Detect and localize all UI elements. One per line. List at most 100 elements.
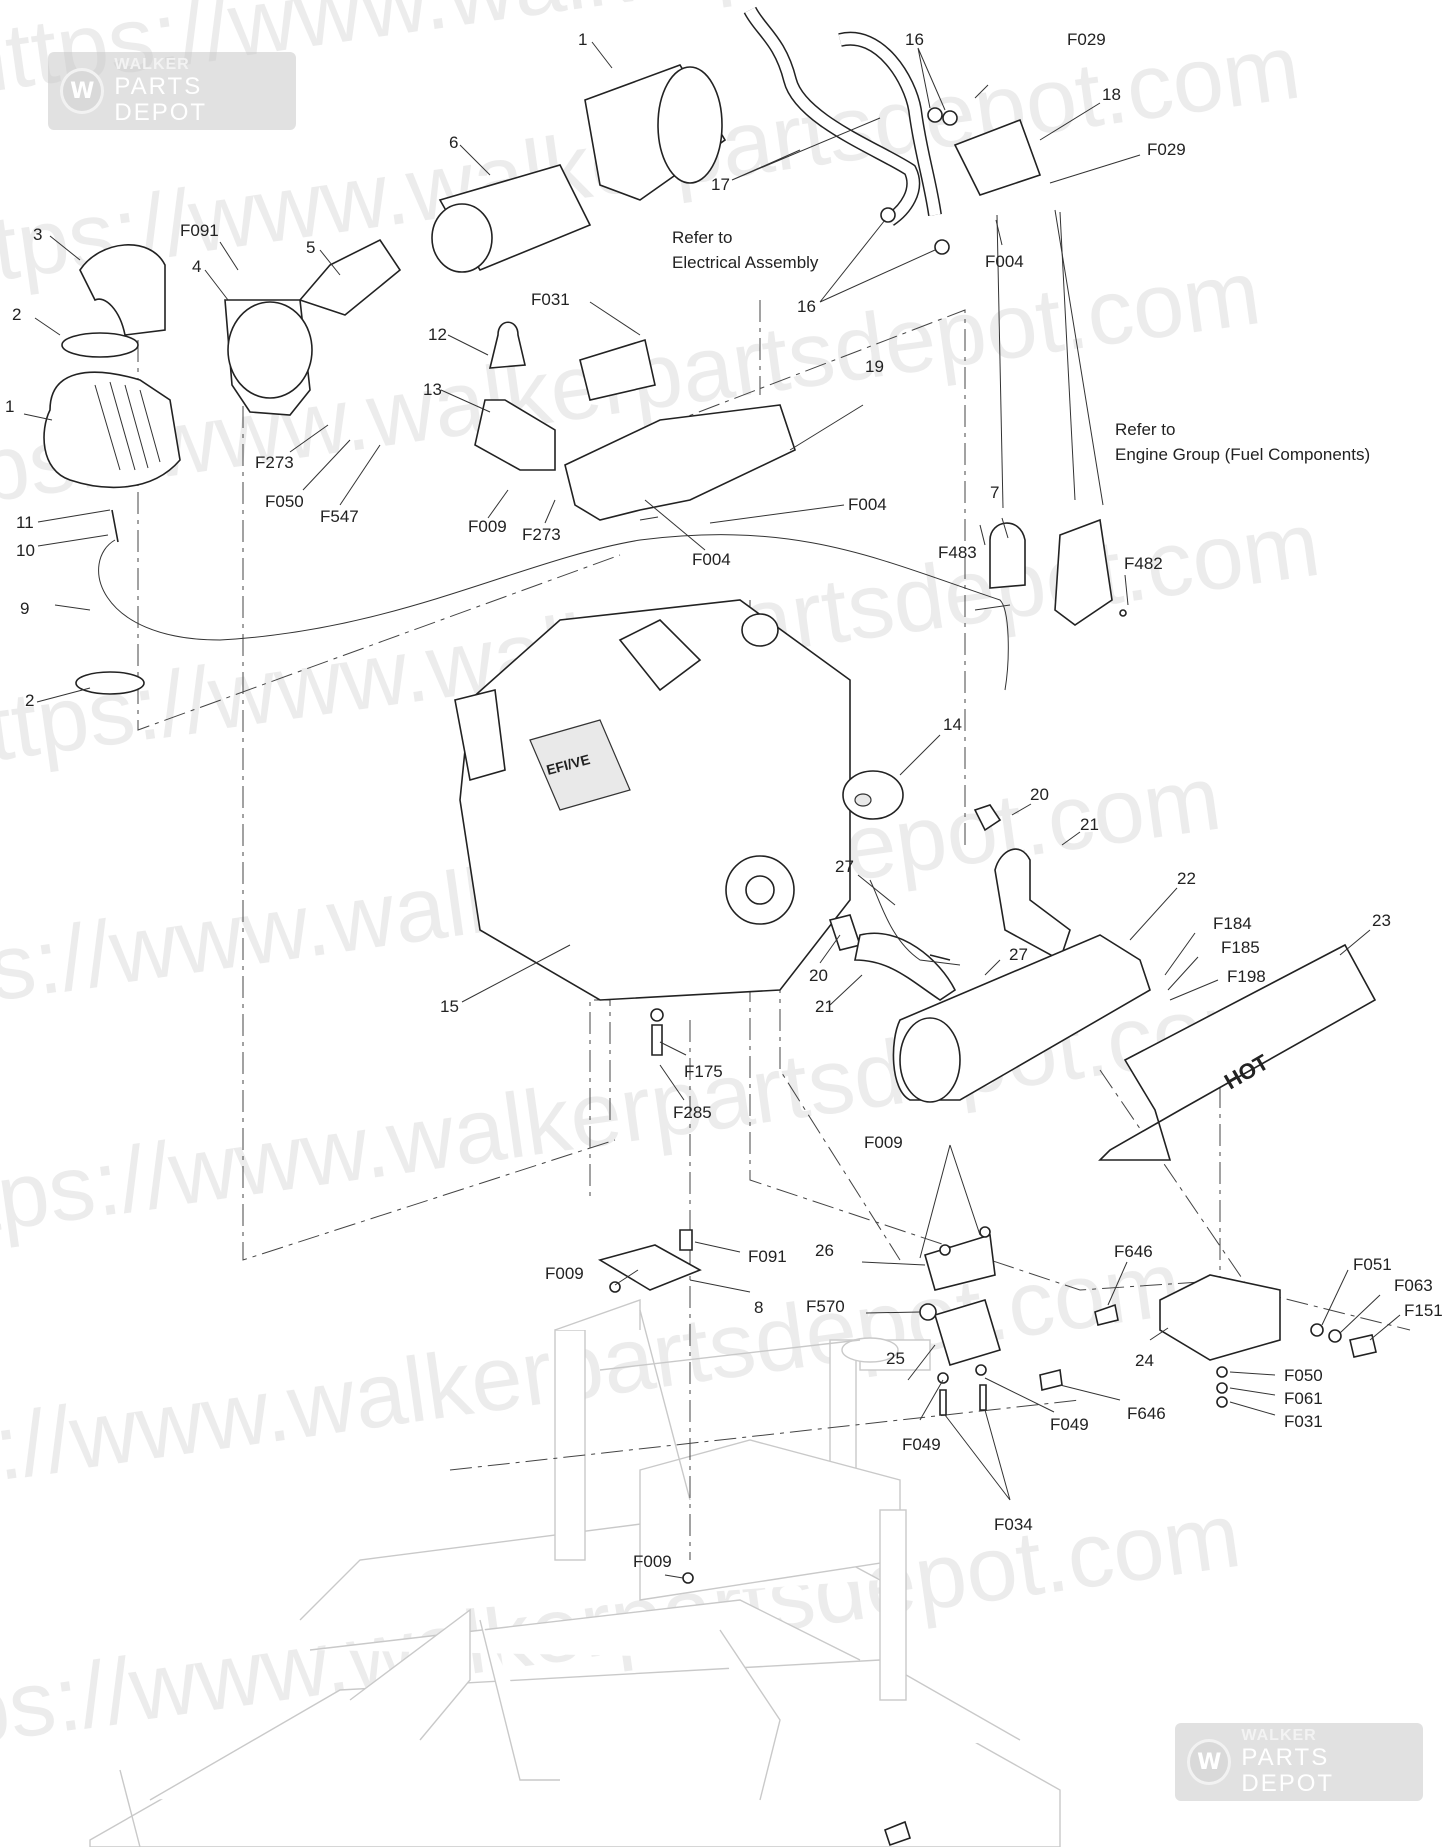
- callout-8: 8: [754, 1298, 763, 1317]
- callout-F175: F175: [684, 1062, 723, 1081]
- engine-shield-19: [564, 404, 796, 521]
- note-electrical-line1: Refer to: [672, 228, 732, 247]
- callout-3: 3: [33, 225, 42, 244]
- watermark-badge-top: W WALKER PARTS DEPOT: [48, 52, 296, 130]
- callout-F049-right: F049: [1050, 1415, 1089, 1434]
- fuel-filter: [989, 522, 1026, 589]
- vacuum-hose: [98, 534, 1009, 691]
- callout-11: 11: [16, 513, 34, 532]
- callout-19: 19: [865, 357, 884, 376]
- note-fuel-line2: Engine Group (Fuel Components): [1115, 445, 1370, 464]
- bolt-F646b: [1039, 1369, 1063, 1391]
- callout-22: 22: [1177, 869, 1196, 888]
- washer-F063: [1328, 1329, 1342, 1343]
- mount-plate-8: [597, 1244, 702, 1291]
- note-electrical-line2: Electrical Assembly: [672, 253, 819, 272]
- drain-plug: [651, 1024, 663, 1056]
- badge-brand-line2: PARTS DEPOT: [114, 73, 208, 126]
- badge-brand-line1-bottom: WALKER: [1241, 1727, 1317, 1744]
- callout-9: 9: [20, 599, 29, 618]
- washer-F050: [1216, 1366, 1228, 1378]
- clamp-16d: [934, 239, 950, 255]
- throttle-body: [618, 619, 702, 692]
- callout-F091-top: F091: [180, 221, 219, 240]
- callout-F646-upper: F646: [1114, 1242, 1153, 1261]
- mounting-bracket-13: [474, 399, 556, 471]
- air-cleaner-body-end: [657, 66, 723, 184]
- engine: EFI/VE: [454, 599, 904, 1056]
- bolt-F091: [679, 1229, 693, 1251]
- air-inlet-elbow: [79, 244, 166, 336]
- washer-F049a: [937, 1372, 949, 1384]
- muffler-bracket-24: [1159, 1274, 1281, 1361]
- fuel-clip: [1119, 609, 1127, 617]
- callout-F482: F482: [1124, 554, 1163, 573]
- nut-F570: [919, 1303, 937, 1321]
- callout-F004-top: F004: [985, 252, 1024, 271]
- bolt-F151: [1349, 1334, 1377, 1358]
- nut-F009-2: [979, 1226, 991, 1238]
- callout-4: 4: [192, 257, 201, 276]
- callout-F051: F051: [1353, 1255, 1392, 1274]
- callout-F483: F483: [938, 543, 977, 562]
- safety-filter-element: [298, 238, 402, 316]
- callout-21-lower: 21: [815, 997, 834, 1016]
- primary-filter-end: [431, 203, 493, 273]
- watermark-url-7: https://www.walkerpartsdepot.com: [0, 1232, 1187, 1527]
- callout-13: 13: [423, 380, 442, 399]
- breather-hoses: [743, 6, 1042, 255]
- bolt-F031: [1216, 1396, 1228, 1408]
- callout-F049-left: F049: [902, 1435, 941, 1454]
- callout-F570: F570: [806, 1297, 845, 1316]
- rubber-bumper: [488, 321, 526, 369]
- air-cleaner-assembly: [43, 244, 1009, 695]
- callout-27-upper: 27: [835, 857, 854, 876]
- mount-bracket-26: [924, 1233, 996, 1291]
- callout-27-lower: 27: [1009, 945, 1028, 964]
- callout-labels: 1 1 2 2 3 4 5 6 7 8 9 10 11 12 13 14 15 …: [5, 30, 1443, 1571]
- callout-F029-top: F029: [1067, 30, 1106, 49]
- washer-F051: [1310, 1323, 1324, 1337]
- callout-F004-low: F004: [692, 550, 731, 569]
- tractor-frame: [89, 1299, 1061, 1847]
- callout-F050-upper: F050: [265, 492, 304, 511]
- valve-cover-left: [529, 719, 631, 811]
- callout-20-upper: 20: [1030, 785, 1049, 804]
- exhaust-group: HOT: [828, 804, 1377, 1361]
- callout-26: 26: [815, 1241, 834, 1260]
- callout-F273-right: F273: [522, 525, 561, 544]
- callout-F031-top: F031: [531, 290, 570, 309]
- reference-notes: Refer to Electrical Assembly Refer to En…: [672, 228, 1370, 464]
- callout-5: 5: [306, 238, 315, 257]
- callout-14: 14: [943, 715, 962, 734]
- callout-10: 10: [16, 541, 35, 560]
- callout-F646-lower: F646: [1127, 1404, 1166, 1423]
- callout-F063: F063: [1394, 1276, 1433, 1295]
- callout-F009-upper: F009: [468, 517, 507, 536]
- bolt-F646a: [1094, 1303, 1119, 1326]
- air-cleaner-housing: [43, 371, 181, 489]
- exhaust-pipe-22: [994, 848, 1071, 962]
- fuel-pump-module: [1054, 518, 1113, 626]
- washer-F061: [1216, 1382, 1228, 1394]
- callout-F061: F061: [1284, 1389, 1323, 1408]
- air-filter-group: [224, 64, 727, 471]
- callout-F009-plate: F009: [545, 1264, 584, 1283]
- callout-21-upper: 21: [1080, 815, 1099, 834]
- vacuum-fitting: [111, 509, 119, 543]
- clamp-16c: [880, 207, 896, 223]
- callout-17: 17: [711, 175, 730, 194]
- o2-sensor-lead: [929, 954, 951, 961]
- callout-7: 7: [990, 483, 999, 502]
- mount-band-ring: [227, 301, 313, 399]
- walker-logo-icon-bottom: W: [1187, 1739, 1232, 1785]
- callout-F151: F151: [1404, 1301, 1443, 1320]
- fuel-filter-screw: [974, 604, 1011, 611]
- callout-F198: F198: [1227, 967, 1266, 986]
- callout-F004-mid: F004: [848, 495, 887, 514]
- callout-F031-low: F031: [1284, 1412, 1323, 1431]
- voltage-regulator: [953, 118, 1042, 196]
- callout-2-clamp-upper: 2: [12, 305, 21, 324]
- engine-pulley-hub: [745, 875, 775, 905]
- bolt-F034b: [979, 1384, 987, 1411]
